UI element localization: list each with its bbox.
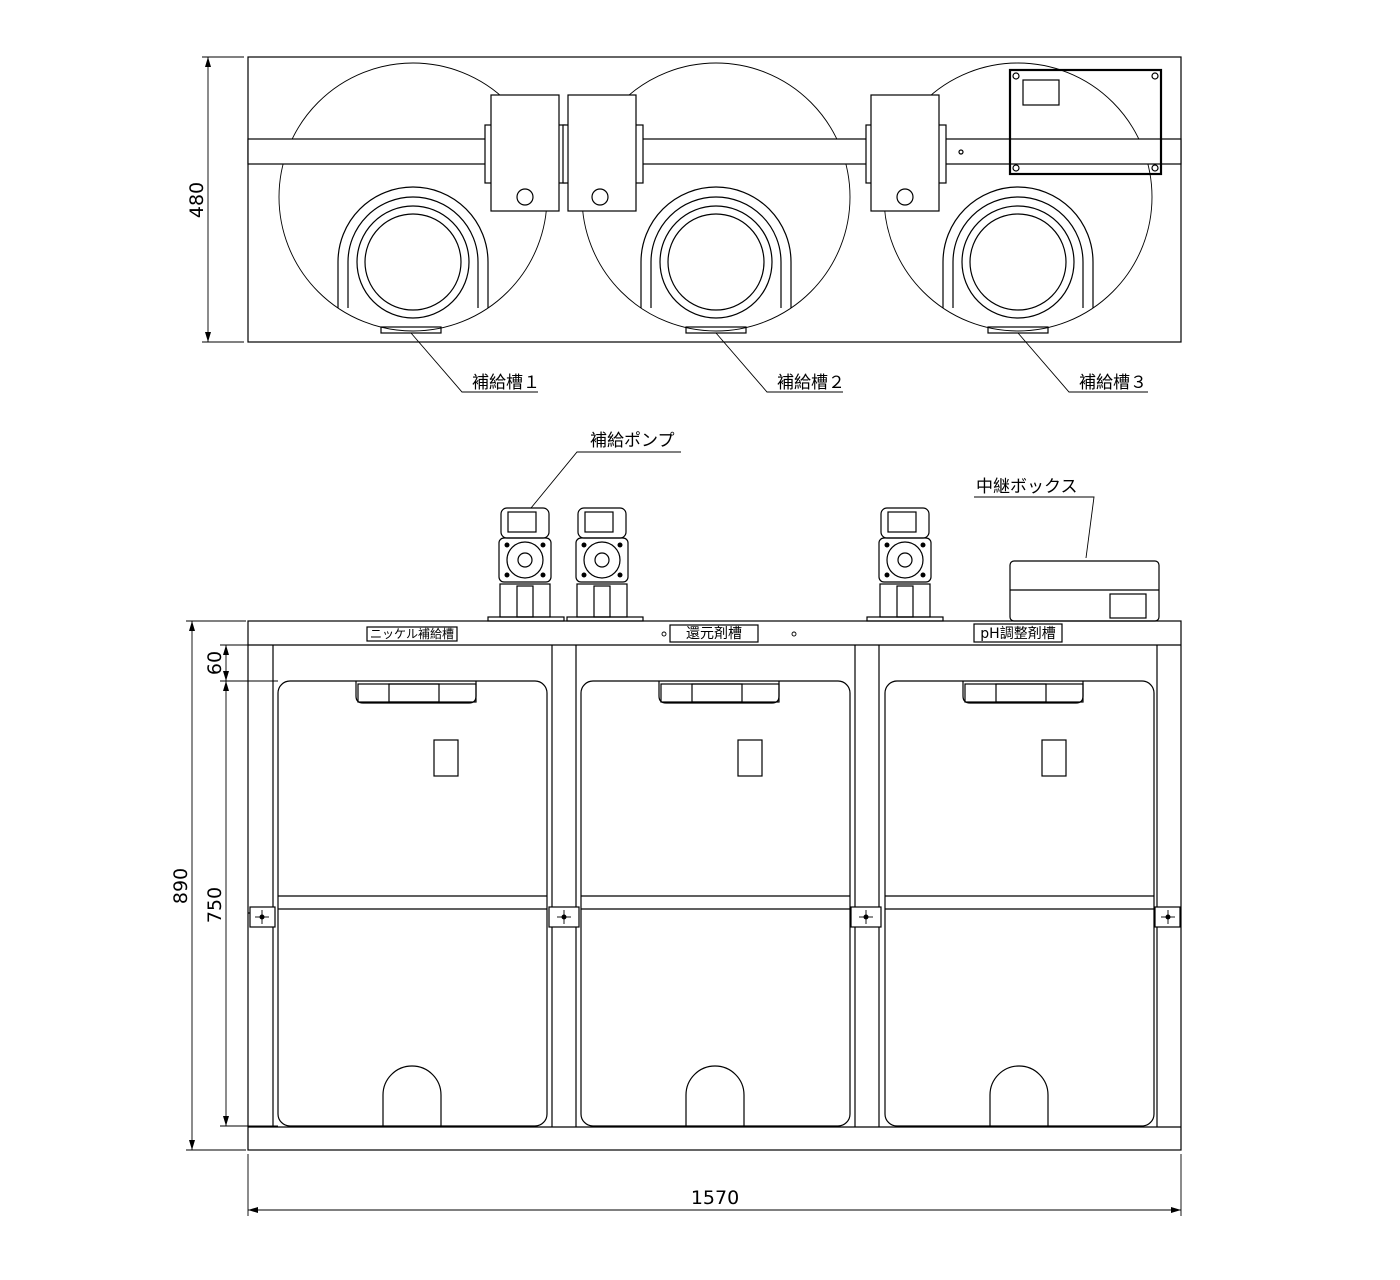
dim-total-height-value: 890 [170, 868, 192, 904]
front-view: ニッケル補給槽 還元剤槽 pH調整剤槽 [170, 431, 1182, 1216]
front-pump-2 [566, 507, 644, 622]
label-supply-pump: 補給ポンプ [590, 431, 675, 451]
plan-tank-1 [278, 62, 548, 334]
front-tank-2 [580, 680, 851, 1127]
tank-tag-3: pH調整剤槽 [980, 626, 1055, 642]
plan-label-tank-2: 補給槽２ [777, 373, 845, 393]
plan-view: 補給槽１ 補給槽２ 補給槽３ 480 [186, 56, 1182, 393]
dim-plan-depth-value: 480 [186, 182, 208, 218]
plan-label-tank-1: 補給槽１ [472, 373, 540, 393]
plan-pump-2 [562, 94, 644, 212]
plan-relay-box [958, 68, 1163, 176]
front-tank-3 [884, 680, 1155, 1127]
plan-pump-1 [484, 94, 566, 212]
dim-top-frame: 60 [204, 644, 248, 681]
dim-tank-height-value: 750 [204, 887, 226, 923]
dim-total-width-value: 1570 [691, 1187, 739, 1209]
front-tank-1 [277, 680, 548, 1127]
frame-brackets [249, 906, 1181, 928]
plan-pump-3 [865, 94, 947, 212]
tank-tag-1: ニッケル補給槽 [370, 627, 454, 641]
dim-top-frame-value: 60 [204, 651, 226, 675]
frame-outline [247, 620, 1182, 1151]
front-relay-box [1009, 560, 1160, 622]
dim-tank-height: 750 [204, 645, 278, 1127]
dim-total-width: 1570 [247, 1154, 1182, 1216]
label-relay-box: 中継ボックス [976, 477, 1078, 497]
plan-label-tank-3: 補給槽３ [1079, 373, 1147, 393]
plan-tank-2 [581, 62, 851, 334]
dim-plan-depth: 480 [186, 56, 244, 343]
front-pump-1 [487, 507, 565, 622]
tank-tag-2: 還元剤槽 [686, 626, 742, 642]
plan-rail [247, 138, 1182, 165]
dim-total-height: 890 [170, 620, 246, 1151]
front-pump-3 [866, 507, 944, 622]
